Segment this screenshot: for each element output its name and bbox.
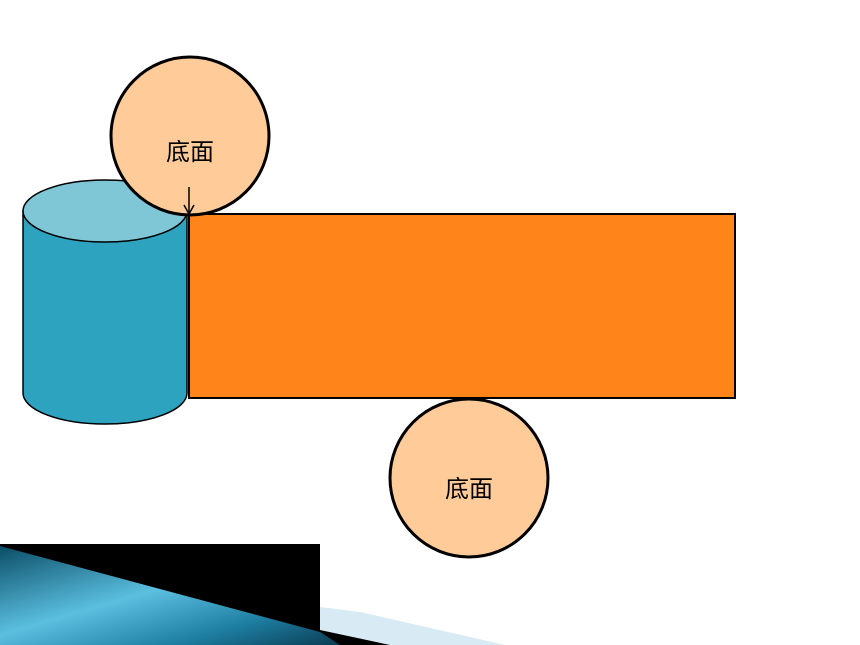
top-base-label: 底面 — [166, 138, 214, 166]
bottom-base-label: 底面 — [445, 475, 493, 503]
banner-light-wedge — [320, 607, 505, 645]
banner-blue-wedge — [0, 546, 340, 645]
cylinder-body — [22, 210, 188, 425]
lateral-face-rectangle — [188, 213, 736, 399]
bottom-base-circle — [388, 397, 550, 559]
top-base-circle — [109, 55, 271, 217]
cylinder — [22, 179, 188, 425]
decorative-banner — [0, 544, 505, 645]
arrow — [183, 187, 195, 216]
